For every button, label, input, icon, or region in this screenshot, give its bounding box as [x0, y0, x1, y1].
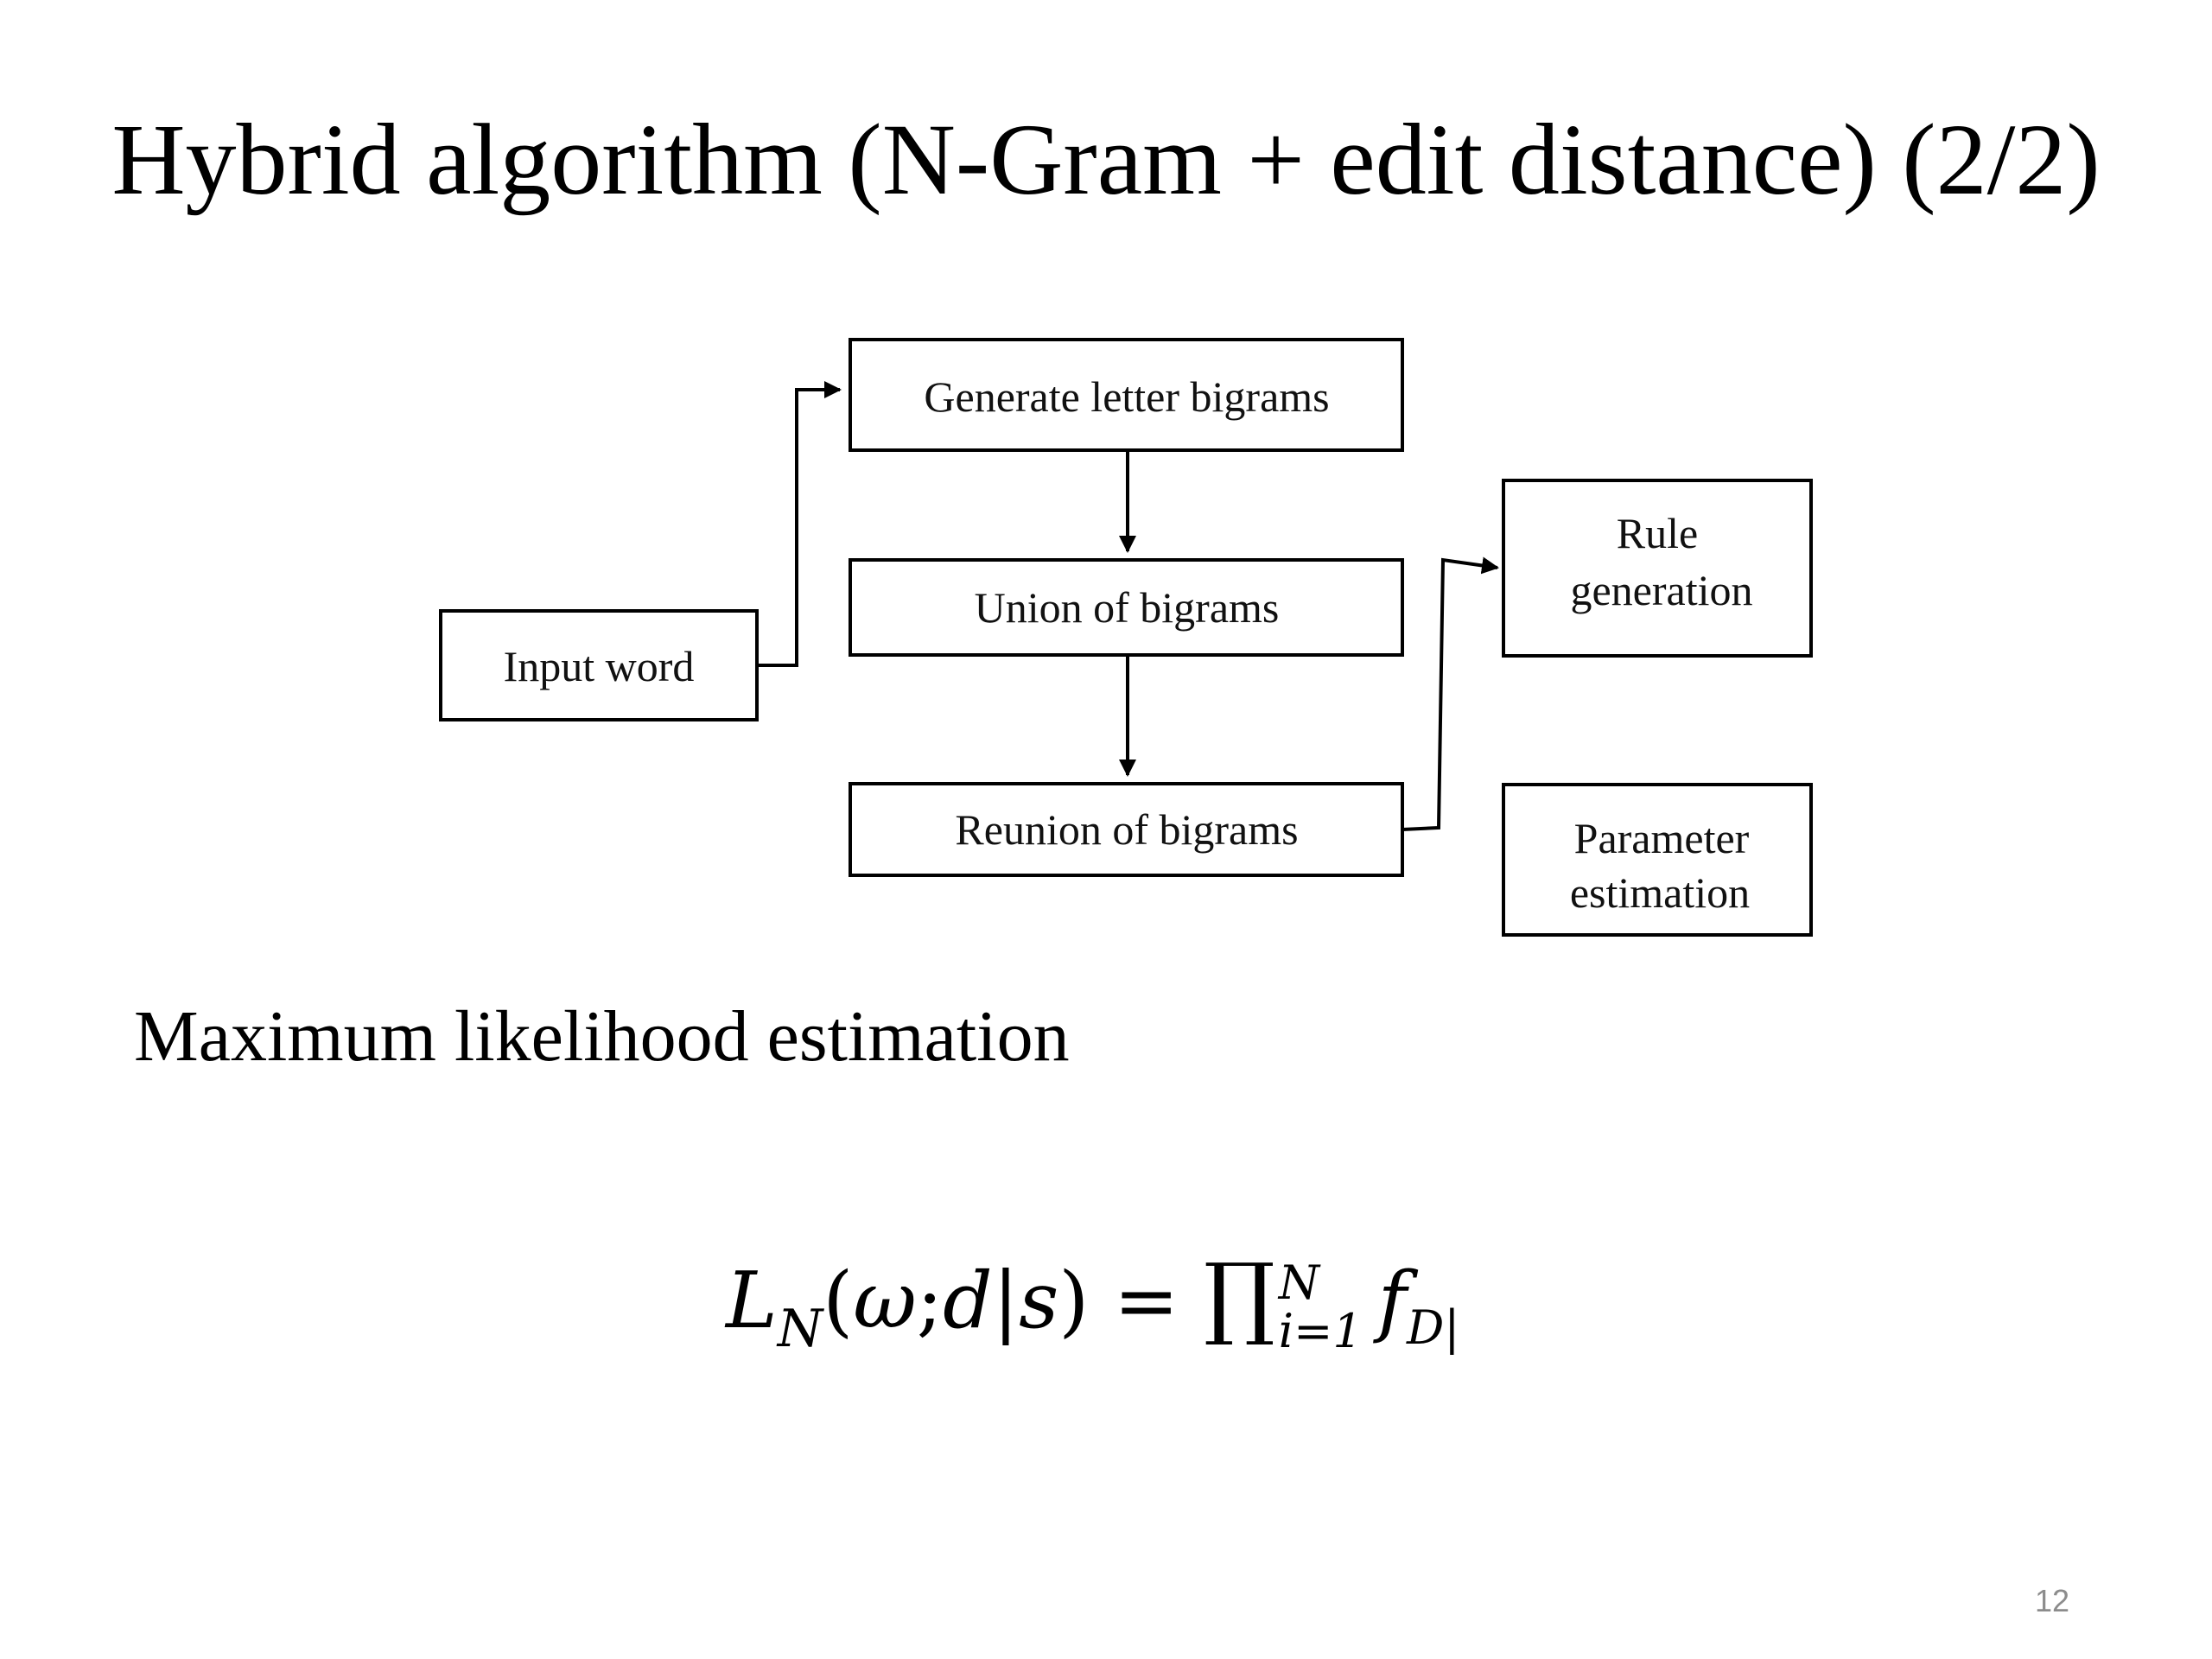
- formula-lower-limit: i=1: [1278, 1303, 1363, 1358]
- node-generate-letter-bigrams: Generate letter bigrams: [849, 338, 1404, 452]
- formula-d: d: [943, 1255, 993, 1346]
- page-number: 12: [2034, 1583, 2069, 1618]
- formula-close-paren: ): [1058, 1255, 1090, 1346]
- formula-upper-limit: N: [1278, 1255, 1320, 1310]
- formula-equals: =: [1089, 1255, 1205, 1346]
- formula-bar: |: [992, 1255, 1020, 1346]
- section-heading: Maximum likelihood estimation: [134, 996, 1070, 1077]
- node-union-of-bigrams: Union of bigrams: [849, 558, 1404, 657]
- node-union-label: Union of bigrams: [975, 583, 1280, 632]
- slide-title: Hybrid algorithm (N-Gram + edit distance…: [111, 103, 2101, 216]
- formula-s: s: [1019, 1255, 1059, 1346]
- formula-L: L: [726, 1255, 778, 1346]
- edge-input-to-generate: [757, 381, 842, 667]
- formula-omega: ω: [853, 1255, 917, 1346]
- node-reunion-of-bigrams: Reunion of bigrams: [849, 782, 1404, 877]
- formula-open-paren: (: [823, 1255, 854, 1346]
- node-rule-label-line2: generation: [1570, 566, 1752, 614]
- node-rule-generation: Rule generation: [1502, 479, 1813, 658]
- formula-f-subscript: D|: [1406, 1300, 1460, 1355]
- formula-semicolon: ;: [916, 1255, 944, 1346]
- formula-f: f: [1377, 1255, 1407, 1346]
- node-input-word: Input word: [439, 609, 759, 721]
- node-input-word-label: Input word: [504, 642, 695, 690]
- node-reunion-label: Reunion of bigrams: [955, 805, 1298, 854]
- node-generate-label: Generate letter bigrams: [924, 372, 1329, 421]
- node-param-label-line2: estimation: [1570, 868, 1750, 917]
- edge-reunion-to-rule: [1402, 556, 1499, 831]
- node-parameter-estimation: Parameter estimation: [1502, 783, 1813, 937]
- formula-N-subscript: N: [777, 1299, 823, 1359]
- node-rule-label-line1: Rule: [1617, 509, 1698, 557]
- node-param-label-line1: Parameter: [1574, 814, 1750, 862]
- formula-product-symbol: ∏: [1204, 1243, 1275, 1349]
